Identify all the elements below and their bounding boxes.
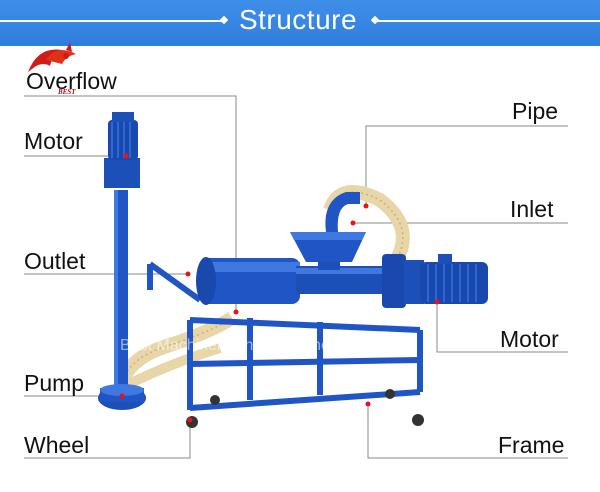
leader-frame xyxy=(367,404,568,459)
logo-brand-text: BEST xyxy=(58,88,76,96)
label-overflow: Overflow xyxy=(26,68,117,94)
leader-motor-right xyxy=(436,302,568,353)
header-rule-left xyxy=(0,20,222,22)
header-bar: Structure xyxy=(0,0,600,46)
label-inlet: Inlet xyxy=(510,196,554,222)
screw-body xyxy=(196,254,406,308)
label-pipe: Pipe xyxy=(512,98,559,124)
wheels xyxy=(186,389,424,428)
inlet-hopper xyxy=(290,192,366,270)
brand-logo: BEST xyxy=(22,36,92,96)
label-frame: Frame xyxy=(498,432,565,458)
logo-icon xyxy=(28,42,76,72)
page-title: Structure xyxy=(238,4,358,35)
header-rule-right xyxy=(372,20,600,22)
label-motor-right: Motor xyxy=(500,326,559,352)
label-outlet: Outlet xyxy=(24,248,86,274)
pump-column xyxy=(98,112,146,410)
leader-overflow xyxy=(24,95,237,312)
label-wheel: Wheel xyxy=(24,432,90,458)
watermark-text: Best Machinery And Equipment xyxy=(120,337,344,354)
leader-pipe xyxy=(365,125,568,206)
label-motor-left: Motor xyxy=(24,128,83,154)
right-motor xyxy=(404,254,488,304)
marker-dots xyxy=(119,153,440,423)
machine-frame xyxy=(147,261,423,411)
label-pump: Pump xyxy=(24,370,85,396)
leader-wheel xyxy=(24,420,191,459)
